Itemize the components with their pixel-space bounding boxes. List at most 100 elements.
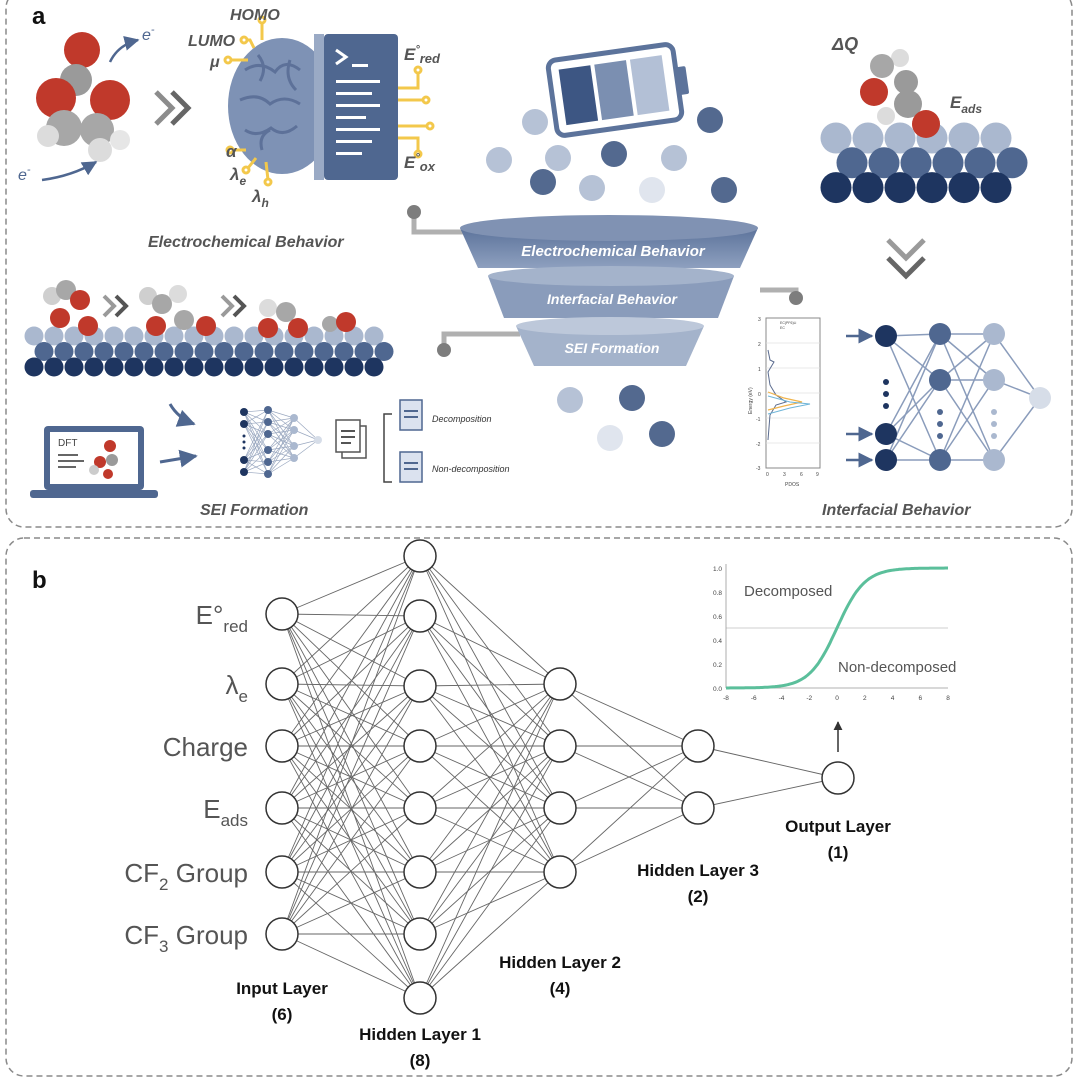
mini-net-edge xyxy=(293,439,319,447)
pdos-ytick: 3 xyxy=(758,317,761,323)
sigmoid-xtick: -2 xyxy=(806,695,812,702)
layer-name: Input Layer xyxy=(236,979,328,998)
slab-atom xyxy=(134,342,154,361)
panel-b-frame xyxy=(5,537,1073,1077)
nn-edge xyxy=(281,685,421,873)
slab-atom xyxy=(324,357,344,377)
nn-edge xyxy=(419,683,561,873)
layer-labels: Input Layer(6)Hidden Layer 1(8)Hidden La… xyxy=(236,817,891,1070)
ellipsis-dot xyxy=(883,379,889,385)
slab-atom xyxy=(294,342,314,361)
nn-edge xyxy=(281,615,421,747)
sigmoid-ytick: 0.0 xyxy=(713,686,722,693)
nn-edge xyxy=(281,555,421,615)
pdos-xlabel: PDOS xyxy=(785,482,800,488)
nn-edge xyxy=(419,615,561,873)
ellipsis-dot xyxy=(883,403,889,409)
label-homo: HOMO xyxy=(230,7,280,24)
input-feature-label: Charge xyxy=(163,732,248,762)
sigmoid-xtick: 0 xyxy=(835,695,839,702)
nn-edge xyxy=(281,615,421,685)
pdos-ytick: -2 xyxy=(756,442,761,448)
arrow-laptop-to-net xyxy=(159,449,198,468)
sigmoid-xtick: -8 xyxy=(723,695,729,702)
nn-edge xyxy=(281,683,421,873)
slab-atom xyxy=(916,172,948,204)
nn-node xyxy=(403,855,437,889)
mini-net-node xyxy=(875,449,897,471)
slab-atom xyxy=(204,357,224,377)
panel-b-label: b xyxy=(32,567,47,594)
nn-node xyxy=(543,729,577,763)
mini-net-node xyxy=(240,468,248,476)
electron-label-top: e- xyxy=(142,24,155,44)
mini-net-edge xyxy=(243,423,269,451)
ellipsis-dot xyxy=(937,433,943,439)
nn-node xyxy=(543,791,577,825)
descriptor-connectors xyxy=(223,15,435,187)
nn-edge xyxy=(419,615,561,747)
pdos-ytick: 2 xyxy=(758,342,761,348)
label-lumo: LUMO xyxy=(188,33,236,50)
battery-icon xyxy=(545,42,689,138)
mini-net-edge xyxy=(293,429,319,441)
label-eads: Eads xyxy=(950,93,982,116)
mini-net-node xyxy=(875,325,897,347)
slab-atom xyxy=(948,122,980,154)
mini-net-edge xyxy=(243,411,269,451)
pdos-ytick: 0 xyxy=(758,392,761,398)
mini-net-edge xyxy=(267,445,295,451)
nn-edge xyxy=(281,555,421,935)
slab-atom xyxy=(144,357,164,377)
slab-atom xyxy=(244,357,264,377)
panel-a-label: a xyxy=(32,3,46,30)
double-chevron-right-icon xyxy=(102,294,247,318)
panel-a-frame xyxy=(5,0,1073,528)
document-non-decomposition-icon xyxy=(399,451,423,483)
mini-net-node xyxy=(290,426,298,434)
nn-edge xyxy=(419,555,561,873)
nn-edge xyxy=(281,933,421,999)
slab-atom xyxy=(284,357,304,377)
slab-atom xyxy=(214,342,234,361)
sigmoid-ytick: 0.2 xyxy=(713,662,722,669)
mini-net-edge xyxy=(243,433,269,473)
double-chevron-down-icon xyxy=(886,238,926,280)
nn-edge xyxy=(281,615,421,809)
label-delta-q: ΔQ xyxy=(831,34,858,54)
slab-atom xyxy=(820,122,852,154)
sigmoid-xtick: -4 xyxy=(779,695,785,702)
mini-net-node xyxy=(240,420,248,428)
title-interfacial-behavior: Interfacial Behavior xyxy=(822,502,971,519)
nn-edge xyxy=(281,871,421,935)
slab-atom xyxy=(154,342,174,361)
electrode-slab-top-right xyxy=(820,122,1028,204)
slab-atom xyxy=(304,357,324,377)
slab-atom xyxy=(344,357,364,377)
slab-atom xyxy=(164,357,184,377)
mini-net-edge xyxy=(885,379,941,435)
bracket xyxy=(383,413,392,483)
layer-node-count: (6) xyxy=(272,1005,293,1024)
ellipsis-dot xyxy=(937,421,943,427)
nn-edge xyxy=(419,683,561,999)
pdos-xtick: 6 xyxy=(800,472,803,478)
ellipsis-dot xyxy=(242,434,246,438)
slab-atom xyxy=(354,342,374,361)
sigmoid-xtick: 8 xyxy=(946,695,950,702)
pdos-xtick: 3 xyxy=(783,472,786,478)
mini-net-edge xyxy=(267,417,295,435)
mini-net-edge xyxy=(243,461,269,473)
slab-atom xyxy=(868,147,900,179)
nn-edge xyxy=(281,555,421,685)
nn-edge xyxy=(419,871,561,999)
mini-net-node xyxy=(240,408,248,416)
nn-edge xyxy=(697,777,839,809)
nn-edge xyxy=(281,555,421,873)
nn-edge xyxy=(559,683,699,747)
slab-atom xyxy=(374,342,394,361)
neural-network-nodes xyxy=(265,539,855,1015)
nn-edge xyxy=(419,745,561,809)
nn-edge xyxy=(281,685,421,935)
